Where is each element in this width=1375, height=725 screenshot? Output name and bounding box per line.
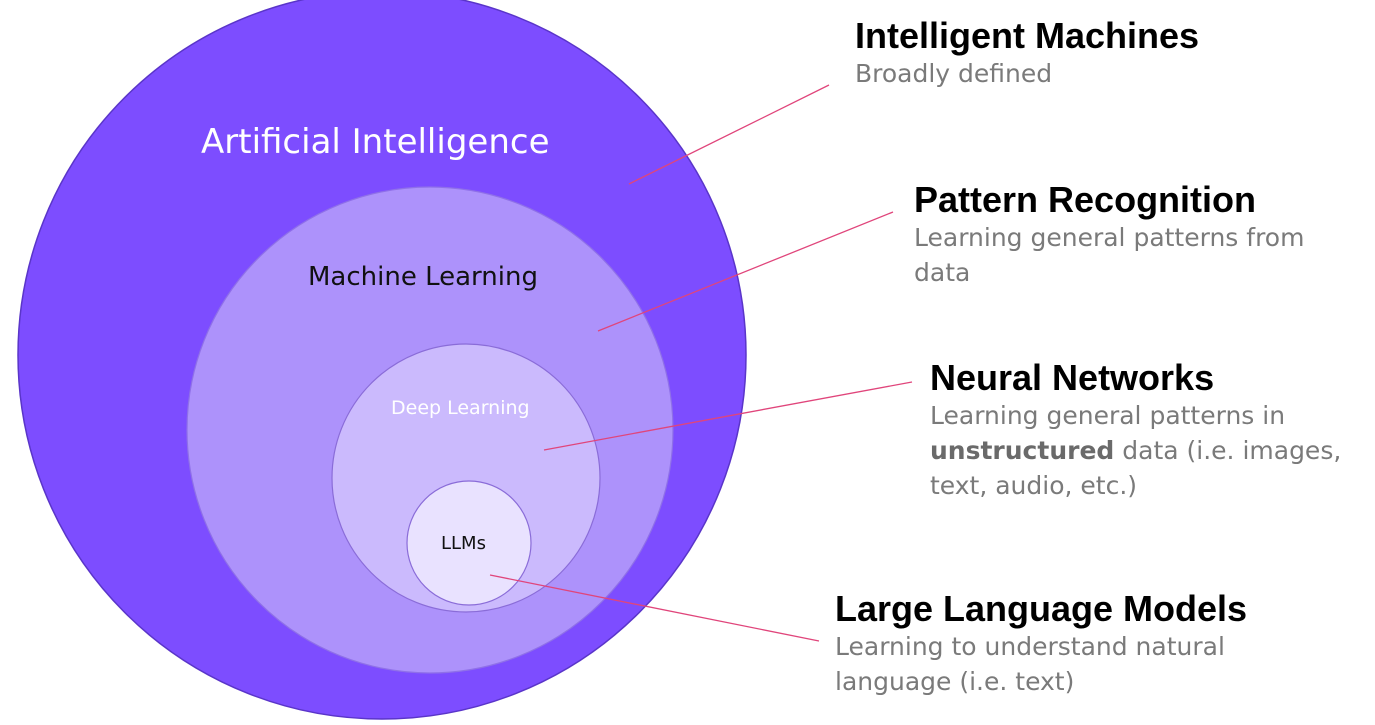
llm-circle-label: LLMs <box>441 533 486 554</box>
dl-circle <box>331 343 601 613</box>
connector-llm <box>489 574 820 642</box>
description-prefix: Learning general patterns in <box>930 401 1286 430</box>
callout-description: Learning to understand natural language … <box>835 632 1225 696</box>
callout-pattern-recognition: Pattern Recognition Learning general pat… <box>914 180 1359 290</box>
dl-circle-label: Deep Learning <box>391 397 530 419</box>
description-suffix: data (i.e. images, text, audio, etc.) <box>930 436 1342 500</box>
callout-description: Learning general patterns in unstructure… <box>930 398 1370 503</box>
description-bold: unstructured <box>930 436 1115 465</box>
callout-intelligent-machines: Intelligent Machines Broadly defined <box>855 16 1315 91</box>
ml-circle-label: Machine Learning <box>308 262 538 292</box>
callout-description: Learning general patterns from data <box>914 223 1305 287</box>
callout-neural-networks: Neural Networks Learning general pattern… <box>930 358 1370 503</box>
callout-large-language-models: Large Language Models Learning to unders… <box>835 589 1305 699</box>
connector-ai <box>628 84 830 185</box>
callout-title: Pattern Recognition <box>914 179 1257 220</box>
callout-title: Intelligent Machines <box>855 15 1200 56</box>
connector-ml <box>597 211 894 332</box>
llm-circle <box>406 480 532 606</box>
callout-description: Broadly defined <box>855 59 1053 88</box>
callout-title: Neural Networks <box>930 357 1215 398</box>
callout-title: Large Language Models <box>835 588 1248 629</box>
connector-dl <box>543 381 913 451</box>
ai-circle-label: Artificial Intelligence <box>201 122 550 162</box>
